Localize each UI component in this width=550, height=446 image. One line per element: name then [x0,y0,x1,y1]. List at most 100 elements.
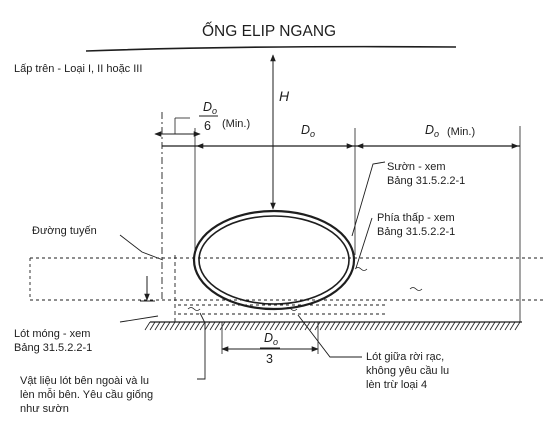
outer-material-leader [197,312,206,380]
haunch-label-1: Sườn - xem [387,161,446,173]
hatch-stroke [189,321,196,331]
do6-min: (Min.) [222,118,250,130]
hatch-stroke [419,321,426,331]
bedding-label-2: Bảng 31.5.2.2-1 [14,342,92,354]
hatch-stroke [494,321,501,331]
hatch-stroke [439,321,446,331]
hatch-stroke [434,321,441,331]
hatch-stroke [474,321,481,331]
soil-mark-2 [409,287,423,291]
hatch-stroke [224,321,231,331]
do-min-label: Do [425,123,439,139]
hatch-stroke [299,321,306,331]
hatch-stroke [324,321,331,331]
hatch-stroke [374,321,381,331]
hatch-stroke [479,321,486,331]
hatch-stroke [409,321,416,331]
lower-side-leader [355,217,373,269]
hatch-stroke [339,321,346,331]
hatch-stroke [459,321,466,331]
do3-numerator: Do [264,331,278,347]
hatch-stroke [209,321,216,331]
haunch-leader [351,161,386,237]
hatch-stroke [369,321,376,331]
hatch-stroke [259,321,266,331]
hatch-stroke [184,321,191,331]
middle-bedding-label-3: lèn trừ loại 4 [366,379,427,391]
hatch-stroke [244,321,251,331]
hatch-stroke [294,321,301,331]
hatch-stroke [444,321,451,331]
hatch-stroke [254,321,261,331]
hatch-stroke [159,321,166,331]
hatch-stroke [384,321,391,331]
hatch-stroke [424,321,431,331]
hatch-stroke [404,321,411,331]
hatch-stroke [154,321,161,331]
soil-mark-3 [187,307,201,311]
hatch-stroke [279,321,286,331]
hatch-stroke [334,321,341,331]
hatch-stroke [319,321,326,331]
hatch-stroke [264,321,271,331]
hatch-stroke [199,321,206,331]
do6-denominator: 6 [204,119,211,133]
hatch-stroke [204,321,211,331]
spring-line-leader [119,234,164,261]
pipe-outer-wall [192,209,356,311]
hatch-stroke [169,321,176,331]
hatch-stroke [329,321,336,331]
lower-side-label-1: Phía thấp - xem [377,212,455,224]
hatch-stroke [429,321,436,331]
hatch-stroke [314,321,321,331]
hatch-stroke [164,321,171,331]
outer-material-label-2: lèn mỗi bên. Yêu cầu giống [20,388,153,401]
ground-surface-line [85,45,457,52]
hatch-stroke [309,321,316,331]
hatch-stroke [174,321,181,331]
foundation-hatching [144,321,521,331]
hatch-stroke [499,321,506,331]
hatch-stroke [414,321,421,331]
hatch-stroke [379,321,386,331]
do3-denominator: 3 [266,352,273,366]
hatch-stroke [304,321,311,331]
hatch-stroke [274,321,281,331]
pipe-inner-wall [198,215,350,305]
spring-line-label: Đường tuyến [32,225,97,237]
do6-numerator: Do [203,100,217,116]
hatch-stroke [269,321,276,331]
diagram-title: ỐNG ELIP NGANG [202,22,336,40]
hatch-stroke [249,321,256,331]
outer-material-label-3: như sườn [20,403,69,415]
hatch-stroke [179,321,186,331]
hatch-stroke [349,321,356,331]
hatch-stroke [344,321,351,331]
hatch-stroke [464,321,471,331]
haunch-label-2: Bảng 31.5.2.2-1 [387,175,465,187]
hatch-stroke [514,321,521,331]
soil-mark-1 [354,267,368,271]
hatch-stroke [394,321,401,331]
hatch-stroke [289,321,296,331]
hatch-stroke [504,321,511,331]
middle-bedding-label-1: Lót giữa rời rạc, [366,351,444,363]
hatch-stroke [194,321,201,331]
hatch-stroke [449,321,456,331]
hatch-stroke [489,321,496,331]
hatch-stroke [284,321,291,331]
hatch-stroke [234,321,241,331]
outer-material-label-1: Vật liệu lót bên ngoài và lu [20,375,149,387]
do-min-suffix: (Min.) [447,126,475,138]
middle-bedding-leader [297,314,362,358]
soil-mark-4 [284,307,298,311]
lower-side-label-2: Bảng 31.5.2.2-1 [377,226,455,238]
hatch-stroke [239,321,246,331]
hatch-stroke [399,321,406,331]
hatch-stroke [219,321,226,331]
hatch-stroke [144,321,151,331]
hatch-stroke [364,321,371,331]
do-label: Do [301,123,315,139]
